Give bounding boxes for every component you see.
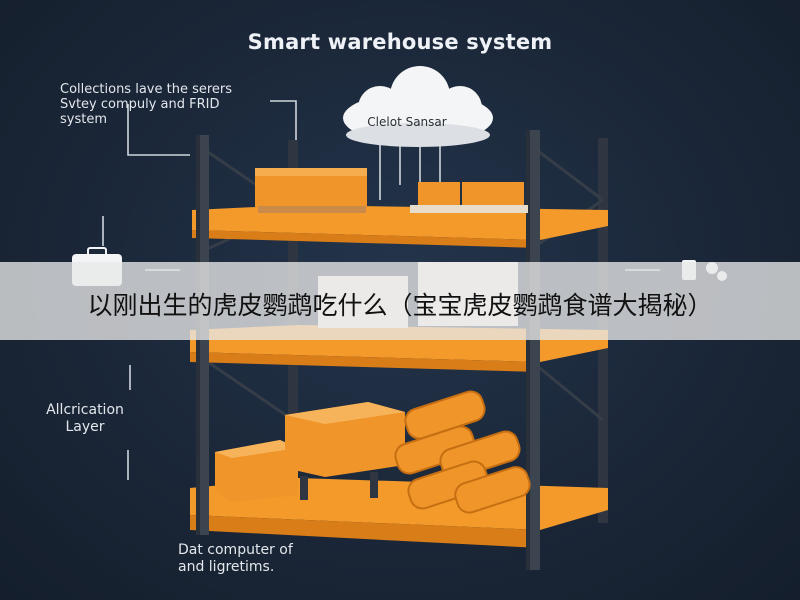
bottom-annotation-line: and ligretims.	[178, 559, 275, 575]
caption-text: 以刚出生的虎皮鹦鹉吃什么（宝宝虎皮鹦鹉食谱大揭秘）	[87, 291, 713, 320]
rolled-material-stack	[394, 390, 531, 514]
caption-banner	[0, 262, 800, 340]
bottom-annotation-line: Dat computer of	[178, 542, 293, 558]
application-layer-line: Allcrication	[46, 402, 124, 418]
top-annotation-line: system	[60, 112, 107, 127]
box-bottom-left	[215, 440, 298, 502]
box-top-left	[255, 168, 367, 213]
box-top-right	[410, 182, 528, 213]
top-annotation: Collections lave the serers Svtey compul…	[60, 82, 290, 127]
application-layer-line: Layer	[65, 419, 105, 435]
box-bottom-center	[285, 402, 405, 500]
page-title: Smart warehouse system	[247, 30, 553, 54]
bottom-annotation: Dat computer of and ligretims.	[178, 542, 338, 576]
top-annotation-line: Svtey compuly and FRID	[60, 97, 220, 112]
top-annotation-line: Collections lave the serers	[60, 82, 233, 97]
cloud-label: Clelot Sansar	[367, 115, 447, 129]
cloud-icon	[343, 66, 493, 147]
shelf-top	[192, 205, 608, 248]
application-layer-label: Allcrication Layer	[40, 402, 130, 436]
